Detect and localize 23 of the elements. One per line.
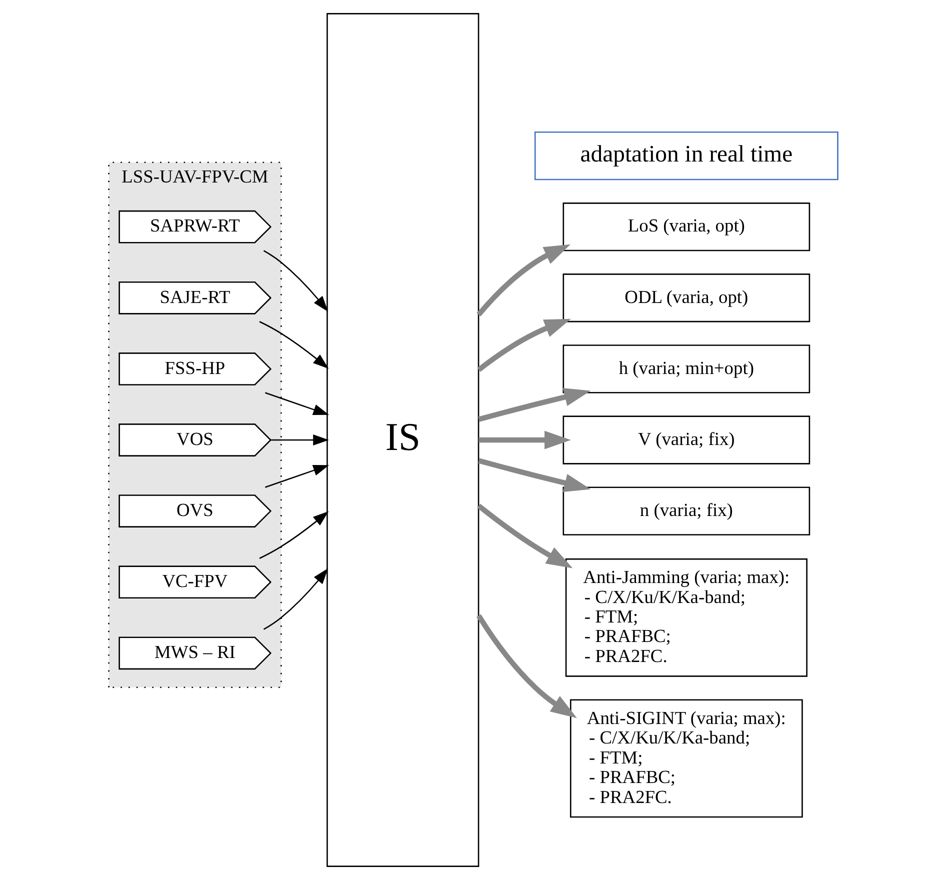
node-box: adaptation in real time — [534, 131, 838, 180]
node-box: n (varia; fix) — [562, 486, 810, 536]
arrow — [476, 244, 570, 316]
node-box: h (varia; min+opt) — [562, 344, 810, 394]
arrow — [263, 250, 328, 312]
arrow — [478, 430, 571, 450]
arrow — [265, 392, 330, 415]
node-box: ODL (varia, opt) — [562, 274, 810, 322]
arrow — [478, 388, 591, 422]
node-box: IS — [326, 13, 480, 867]
node-box: LoS (varia, opt) — [562, 202, 810, 252]
node-box: Anti-SIGINT (varia; max): - C/X/Ku/K/Ka-band; - FTM; - PRAFBC; - PRA2FC. — [570, 699, 803, 818]
arrow — [270, 434, 329, 446]
arrow — [259, 321, 329, 369]
node-box: V (varia; fix) — [562, 416, 810, 464]
arrow — [477, 318, 571, 372]
arrow — [265, 465, 330, 488]
arrow — [259, 511, 329, 559]
node-box: Anti-Jamming (varia; max): - C/X/Ku/K/Ka-band; - FTM; - PRAFBC; - PRA2FC. — [565, 558, 808, 677]
arrow — [477, 504, 573, 568]
arrow — [263, 568, 328, 630]
arrow — [478, 458, 591, 492]
arrow — [476, 614, 577, 718]
